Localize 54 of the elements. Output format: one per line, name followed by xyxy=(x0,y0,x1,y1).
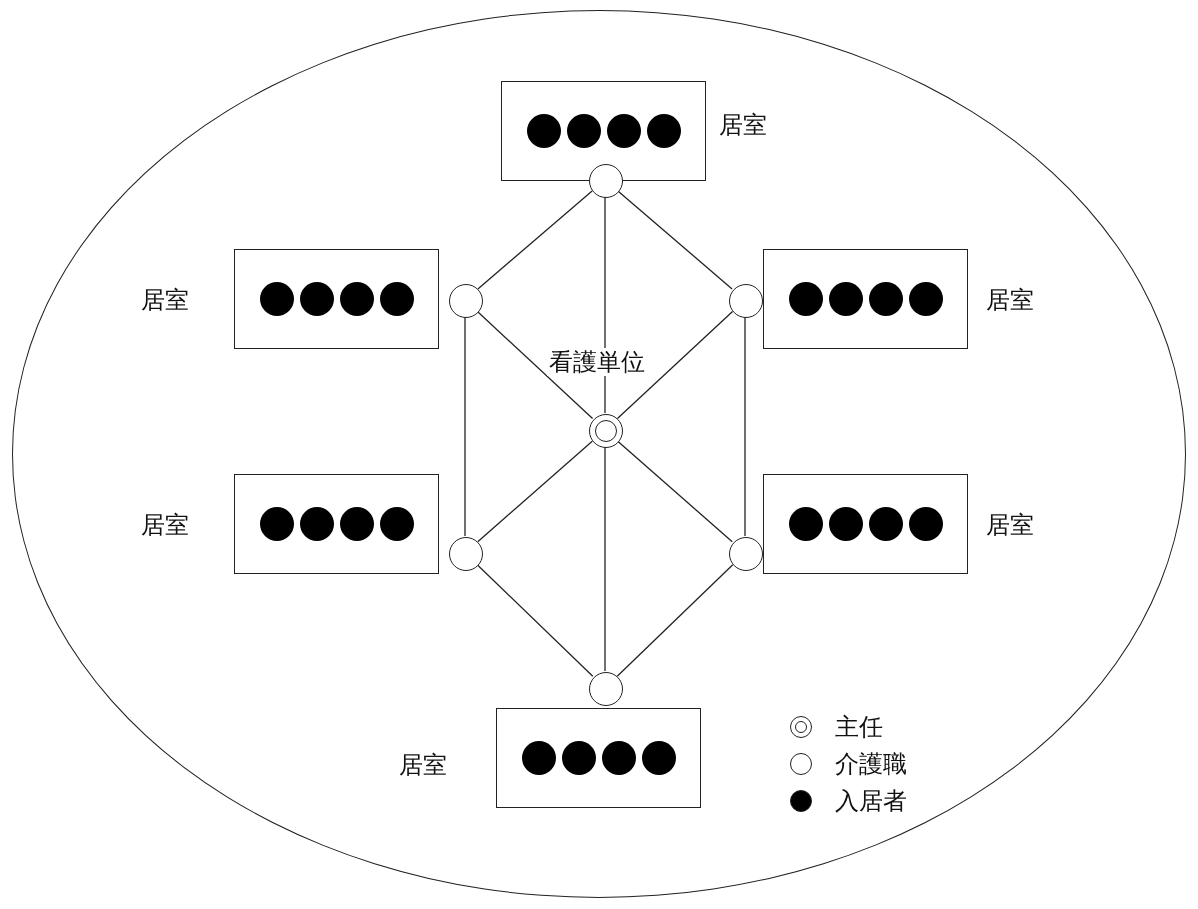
resident-dot xyxy=(607,113,641,148)
resident-dot xyxy=(602,740,636,775)
resident-dot xyxy=(300,506,334,541)
resident-dot xyxy=(260,506,294,541)
room-box xyxy=(501,81,706,181)
connector-line xyxy=(616,310,733,419)
connector-line xyxy=(616,189,733,290)
resident-dot xyxy=(789,281,823,316)
room-box xyxy=(234,474,439,574)
resident-dot xyxy=(340,281,374,316)
room-label: 居室 xyxy=(399,753,447,777)
connector-line xyxy=(476,189,593,290)
legend-text: 介護職 xyxy=(835,752,907,776)
resident-dot xyxy=(829,506,863,541)
resident-dot xyxy=(909,281,943,316)
room-label: 居室 xyxy=(986,288,1034,312)
legend-text: 主任 xyxy=(835,715,883,739)
room-box xyxy=(234,249,439,349)
staff-circle xyxy=(729,537,763,571)
resident-dot xyxy=(300,281,334,316)
resident-dot xyxy=(522,740,556,775)
room-label: 居室 xyxy=(719,113,767,137)
resident-dot xyxy=(567,113,601,148)
staff-circle xyxy=(449,537,483,571)
resident-dot xyxy=(909,506,943,541)
room-box xyxy=(763,474,968,574)
resident-dot xyxy=(527,113,561,148)
resident-dot xyxy=(380,281,414,316)
resident-dot xyxy=(340,506,374,541)
resident-dot xyxy=(647,113,681,148)
resident-dot xyxy=(562,740,596,775)
room-box xyxy=(496,708,701,808)
resident-dot xyxy=(829,281,863,316)
resident-dot xyxy=(869,281,903,316)
connector-line xyxy=(616,563,733,677)
room-label: 居室 xyxy=(986,513,1034,537)
legend-text: 入居者 xyxy=(835,789,907,813)
leader-double-circle xyxy=(589,414,623,448)
connector-line xyxy=(476,310,593,419)
staff-circle xyxy=(729,284,763,318)
resident-dot xyxy=(260,281,294,316)
resident-dot xyxy=(642,740,676,775)
resident-dot xyxy=(869,506,903,541)
resident-dot xyxy=(789,506,823,541)
unit-label: 看護単位 xyxy=(547,348,647,376)
room-box xyxy=(763,249,968,349)
connector-line xyxy=(476,563,593,677)
resident-dot xyxy=(380,506,414,541)
staff-circle xyxy=(449,284,483,318)
room-label: 居室 xyxy=(141,513,189,537)
connector-line xyxy=(616,440,733,542)
connector-line xyxy=(476,440,593,542)
staff-circle xyxy=(589,672,623,706)
room-label: 居室 xyxy=(141,288,189,312)
